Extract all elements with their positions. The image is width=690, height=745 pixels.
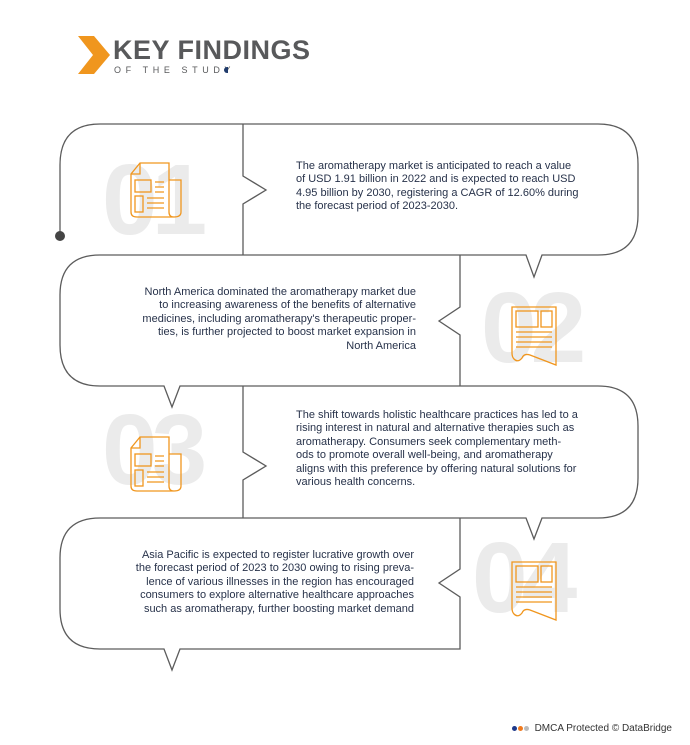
text-line: to increasing awareness of the benefits … <box>159 299 416 312</box>
text-line: The shift towards holistic healthcare pr… <box>296 409 578 421</box>
newspaper-icon <box>130 162 182 218</box>
subtitle-dot-icon <box>224 67 228 73</box>
finding-text-01: The aromatherapy market is anticipated t… <box>296 160 579 214</box>
text-line: lence of various illnesses in the region… <box>146 575 414 588</box>
text-line: aligns with this preference by offering … <box>296 462 577 475</box>
text-line: the forecast period of 2023 to 2030 owin… <box>135 562 414 575</box>
text-line: Asia Pacific is expected to register luc… <box>141 549 414 561</box>
document-icon <box>511 561 557 621</box>
text-line: 4.95 billion by 2030, registering a CAGR… <box>296 186 579 199</box>
dmca-dots-icon <box>511 723 530 734</box>
text-line: The aromatherapy market is anticipated t… <box>296 160 572 172</box>
text-line: such as aromatherapy, further boosting m… <box>143 602 414 615</box>
finding-text-04: Asia Pacific is expected to register luc… <box>136 549 414 616</box>
finding-number-03: 03 <box>102 394 207 506</box>
text-line: North America dominated the aromatherapy… <box>144 286 416 298</box>
newspaper-icon <box>130 436 182 492</box>
finding-text-02: North America dominated the aromatherapy… <box>142 286 416 353</box>
finding-number-02: 02 <box>481 272 586 384</box>
text-line: medicines, including aromatherapy's ther… <box>142 312 416 325</box>
finding-number-04: 04 <box>472 522 577 634</box>
text-line: the forecast period of 2023-2030. <box>296 200 459 213</box>
page-subtitle: OF THE STUDY <box>114 65 236 75</box>
finding-number-01: 01 <box>102 144 207 256</box>
text-line: various health concerns. <box>296 475 416 488</box>
text-line: rising interest in natural and alternati… <box>296 422 575 435</box>
document-icon <box>511 306 557 366</box>
dmca-badge[interactable]: DMCA Protected © DataBridge <box>511 723 672 734</box>
text-line: of USD 1.91 billion in 2022 and is expec… <box>296 173 576 186</box>
text-line: North America <box>346 339 416 352</box>
page-title: KEY FINDINGS <box>113 35 311 65</box>
text-line: aromatherapy. Consumers seek complementa… <box>296 435 562 448</box>
text-line: ods to promote overall well-being, and a… <box>296 449 553 462</box>
text-line: ties, is further projected to boost mark… <box>157 326 416 339</box>
text-line: consumers to explore alternative healthc… <box>140 589 414 602</box>
dmca-text: DMCA Protected © DataBridge <box>534 723 672 734</box>
finding-text-03: The shift towards holistic healthcare pr… <box>296 409 578 489</box>
chevron-logo-icon <box>78 36 110 74</box>
